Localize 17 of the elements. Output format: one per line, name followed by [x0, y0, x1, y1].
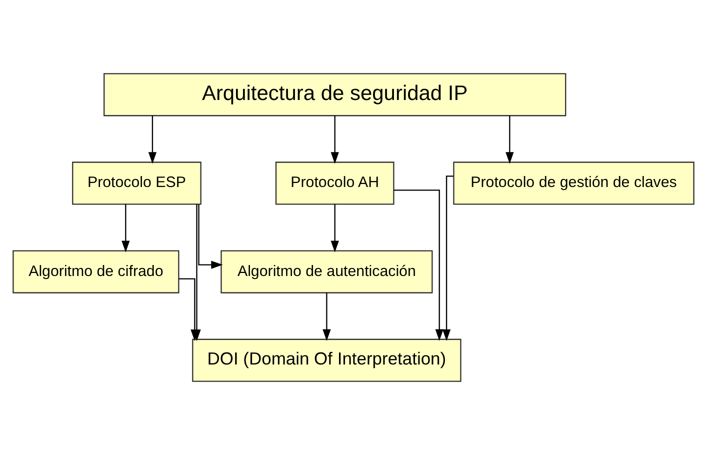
arrow [394, 189, 444, 340]
arrow [442, 175, 454, 340]
arrow [122, 204, 130, 252]
arrow [148, 115, 157, 164]
node-box: Algoritmo de cifrado [12, 250, 180, 293]
node-box: DOI (Domain Of Interpretation) [192, 338, 462, 382]
arrow [322, 292, 331, 340]
arrow [330, 204, 339, 252]
arrow [330, 115, 339, 164]
arrow [506, 115, 514, 164]
arrow [178, 278, 199, 341]
node-box: Protocolo AH [275, 161, 394, 204]
node-box: Algoritmo de autenticación [220, 250, 433, 293]
node-box: Protocolo ESP [72, 161, 202, 204]
node-box: Arquitectura de seguridad IP [104, 72, 566, 116]
node-box: Protocolo de gestión de claves [453, 161, 694, 204]
arrow [198, 204, 223, 268]
